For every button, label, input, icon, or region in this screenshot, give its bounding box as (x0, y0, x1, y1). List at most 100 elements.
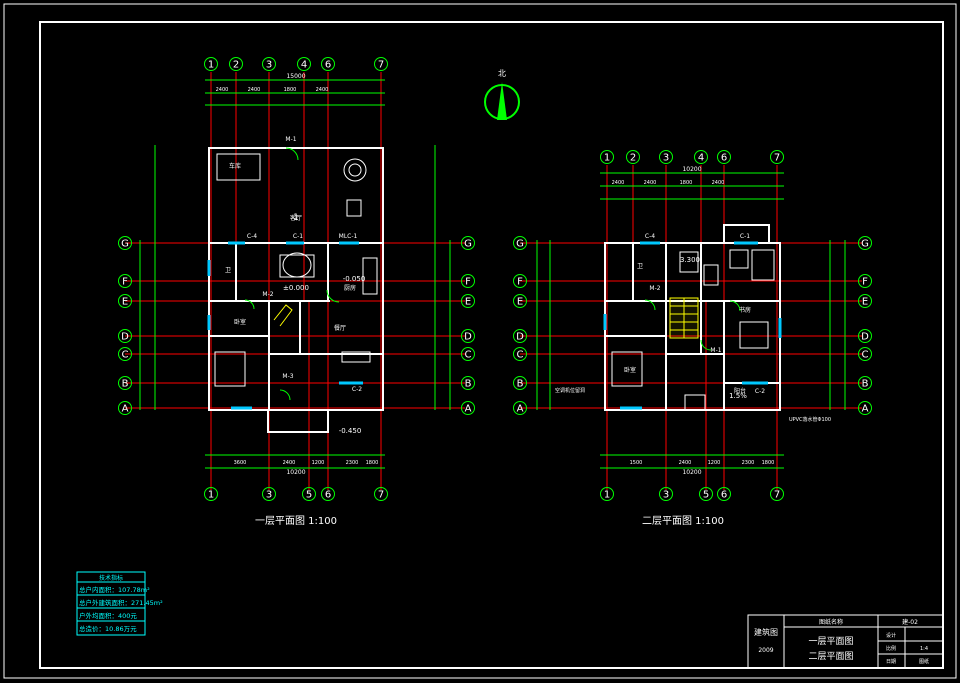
stair-symbol (273, 304, 293, 327)
axis2-bottom-3-label: 3 (663, 490, 669, 501)
axis2-right-D-label: D (861, 332, 869, 343)
axis2-left-F-bubble (513, 274, 527, 288)
axis2-right-F-label: F (862, 277, 868, 288)
window-label-C-2: C-2 (352, 386, 362, 393)
tb-scale-value: 1:4 (920, 646, 928, 652)
axis-right-A-bubble (461, 401, 475, 415)
axis2-right-E-bubble (858, 294, 872, 308)
axis-top-4-bubble (297, 57, 311, 71)
dim-top-3: 2400 (316, 87, 329, 93)
dim2-bottom-3: 2300 (742, 460, 755, 466)
axis-top-3-label: 3 (266, 60, 272, 71)
axis-top-7-bubble (374, 57, 388, 71)
axis-bottom-3-bubble (262, 487, 276, 501)
door-label-M-2: M-2 (262, 291, 273, 298)
axis-bottom-7-bubble (374, 487, 388, 501)
axis2-bottom-6-bubble (717, 487, 731, 501)
level-label-1: ±0.000 (283, 284, 309, 292)
tb-drawing-name-label: 图纸名称 (819, 618, 843, 626)
dim-top-1: 2400 (248, 87, 261, 93)
dim-overall-top: 15000 (286, 73, 305, 80)
axis2-bottom-3-bubble (659, 487, 673, 501)
dim2-bottom-4: 1800 (762, 460, 775, 466)
axis-bottom-5-label: 5 (306, 490, 312, 501)
axis2-top-4-bubble (694, 150, 708, 164)
axis-right-G-bubble (461, 236, 475, 250)
window2-label-C-1: C-1 (740, 233, 750, 240)
axis-right-G-label: G (464, 239, 472, 250)
axis-top-2-bubble (229, 57, 243, 71)
axis-left-A-label: A (122, 404, 129, 415)
title-block (747, 614, 944, 669)
room2-label-3: 阳台 (734, 387, 746, 395)
level-label-0: -0.450 (339, 427, 362, 435)
window-label-C-1: C-1 (293, 233, 303, 240)
dim2-bottom-2: 1200 (708, 460, 721, 466)
window2-label-C-2: C-2 (755, 388, 765, 395)
dimension-lines (139, 79, 451, 469)
axis-right-F-label: F (465, 277, 471, 288)
axis-top-1-label: 1 (208, 60, 214, 71)
dim2-bottom-1: 2400 (679, 460, 692, 466)
axis-right-C-label: C (465, 350, 472, 361)
axis-bottom-5-bubble (302, 487, 316, 501)
axis-left-G-label: G (121, 239, 129, 250)
ground-floor-plan (125, 72, 465, 490)
axis-left-G-bubble (118, 236, 132, 250)
axis2-top-2-label: 2 (630, 153, 636, 164)
axis-bottom-1-label: 1 (208, 490, 214, 501)
axis-bottom-6-label: 6 (325, 490, 331, 501)
room2-label-0: 卧室 (624, 366, 636, 374)
axis2-left-B-bubble (513, 376, 527, 390)
room-label-0: 客厅 (290, 214, 302, 222)
axis2-left-E-label: E (517, 297, 523, 308)
room-label-3: 卫 (225, 267, 231, 274)
axis2-left-D-label: D (516, 332, 524, 343)
axis-left-A-bubble (118, 401, 132, 415)
axis2-top-3-bubble (659, 150, 673, 164)
axis-top-2-label: 2 (233, 60, 239, 71)
axis2-left-G-label: G (516, 239, 524, 250)
axis-grid-vertical-2 (606, 165, 778, 490)
axis-top-6-label: 6 (325, 60, 331, 71)
north-label: 北 (498, 69, 506, 78)
sheet-border (3, 3, 957, 679)
plan-title-ground: 一层平面图 1:100 (255, 515, 337, 527)
axis2-top-1-bubble (600, 150, 614, 164)
door-label-M-3: M-3 (282, 373, 293, 380)
level-label-2: -0.050 (343, 275, 366, 283)
axis2-left-D-bubble (513, 329, 527, 343)
dim-bottom-1: 2400 (283, 460, 296, 466)
axis-right-E-label: E (465, 297, 471, 308)
dim-top-0: 2400 (216, 87, 229, 93)
tb-drawing-number: 建-02 (902, 618, 918, 626)
legend-row-2: 户外均面积：400元 (79, 611, 137, 620)
axis-right-B-label: B (465, 379, 472, 390)
axis-left-B-label: B (122, 379, 129, 390)
legend-row-3: 总造价：10.86万元 (79, 624, 137, 633)
legend-row-1: 总户外建筑面积：271.45m² (79, 598, 163, 607)
axis2-left-E-bubble (513, 294, 527, 308)
axis2-left-A-label: A (517, 404, 524, 415)
room2-label-2: 书房 (739, 306, 751, 314)
axis2-bottom-5-label: 5 (703, 490, 709, 501)
axis-left-E-label: E (122, 297, 128, 308)
door-label-MLC-1: MLC-1 (339, 233, 358, 240)
axis2-bottom-1-label: 1 (604, 490, 610, 501)
dim-bottom-3: 2300 (346, 460, 359, 466)
axis-left-D-bubble (118, 329, 132, 343)
axis-left-F-label: F (122, 277, 128, 288)
axis2-bottom-7-label: 7 (774, 490, 780, 501)
axis-bottom-7-label: 7 (378, 490, 384, 501)
north-arrow (484, 82, 520, 120)
legend-box (76, 571, 146, 636)
window-label-C-4: C-4 (247, 233, 257, 240)
legend-row-0: 总户内面积：107.78m² (79, 585, 150, 594)
axis-top-4-label: 4 (301, 60, 307, 71)
axis-right-B-bubble (461, 376, 475, 390)
axis2-top-7-bubble (770, 150, 784, 164)
axis2-right-B-bubble (858, 376, 872, 390)
axis-bottom-3-label: 3 (266, 490, 272, 501)
door2-label-M-1: M-1 (710, 347, 721, 354)
